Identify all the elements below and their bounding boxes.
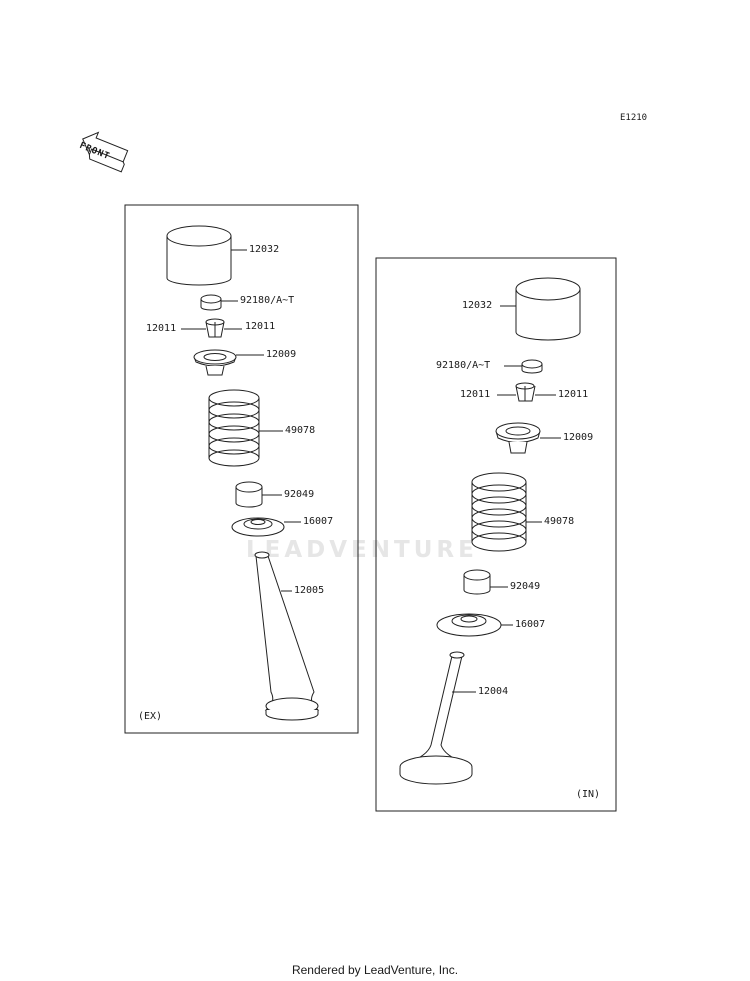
- leadventure-watermark: LEADVENTURE: [246, 537, 478, 563]
- ex-spring-seat: [231, 517, 285, 537]
- ex-label-shim: 92180/A~T: [240, 295, 295, 306]
- ex-lifter: [166, 225, 232, 286]
- ex-panel-frame: [124, 204, 359, 734]
- in-label-stem-seal: 92049: [510, 581, 541, 592]
- in-panel-tag: (IN): [576, 789, 601, 800]
- in-retainer: [495, 422, 541, 454]
- ex-label-valve: 12005: [294, 585, 325, 596]
- ex-label-cotter-left: 12011: [146, 323, 177, 334]
- ex-label-cotter-right: 12011: [245, 321, 276, 332]
- diagram-code: E1210: [620, 113, 648, 123]
- ex-stem-seal: [235, 481, 263, 508]
- in-spring-seat: [436, 613, 502, 637]
- in-label-valve: 12004: [478, 686, 509, 697]
- ex-shim: [200, 294, 222, 311]
- ex-panel-tag: (EX): [138, 711, 163, 722]
- in-label-cotter-right: 12011: [558, 389, 589, 400]
- ex-valve: [254, 551, 320, 721]
- in-lifter: [515, 277, 581, 341]
- ex-label-retainer: 12009: [266, 349, 297, 360]
- in-shim: [521, 359, 543, 374]
- in-spring: [471, 472, 527, 552]
- in-label-cotter-left: 12011: [460, 389, 491, 400]
- in-label-spring-seat: 16007: [515, 619, 546, 630]
- in-valve: [399, 651, 473, 785]
- ex-label-lifter: 12032: [249, 244, 280, 255]
- front-arrow-icon: [82, 131, 129, 173]
- ex-cotter: [205, 318, 225, 338]
- ex-label-spring: 49078: [285, 425, 316, 436]
- ex-label-spring-seat: 16007: [303, 516, 334, 527]
- in-panel-frame: [375, 257, 617, 812]
- ex-retainer: [193, 349, 237, 376]
- in-stem-seal: [463, 569, 491, 595]
- footer-credit: Rendered by LeadVenture, Inc.: [291, 963, 459, 977]
- in-label-lifter: 12032: [462, 300, 493, 311]
- ex-spring: [208, 389, 260, 467]
- ex-label-stem-seal: 92049: [284, 489, 315, 500]
- in-label-shim: 92180/A~T: [436, 360, 491, 371]
- in-cotter: [515, 382, 536, 402]
- in-label-spring: 49078: [544, 516, 575, 527]
- in-label-retainer: 12009: [563, 432, 594, 443]
